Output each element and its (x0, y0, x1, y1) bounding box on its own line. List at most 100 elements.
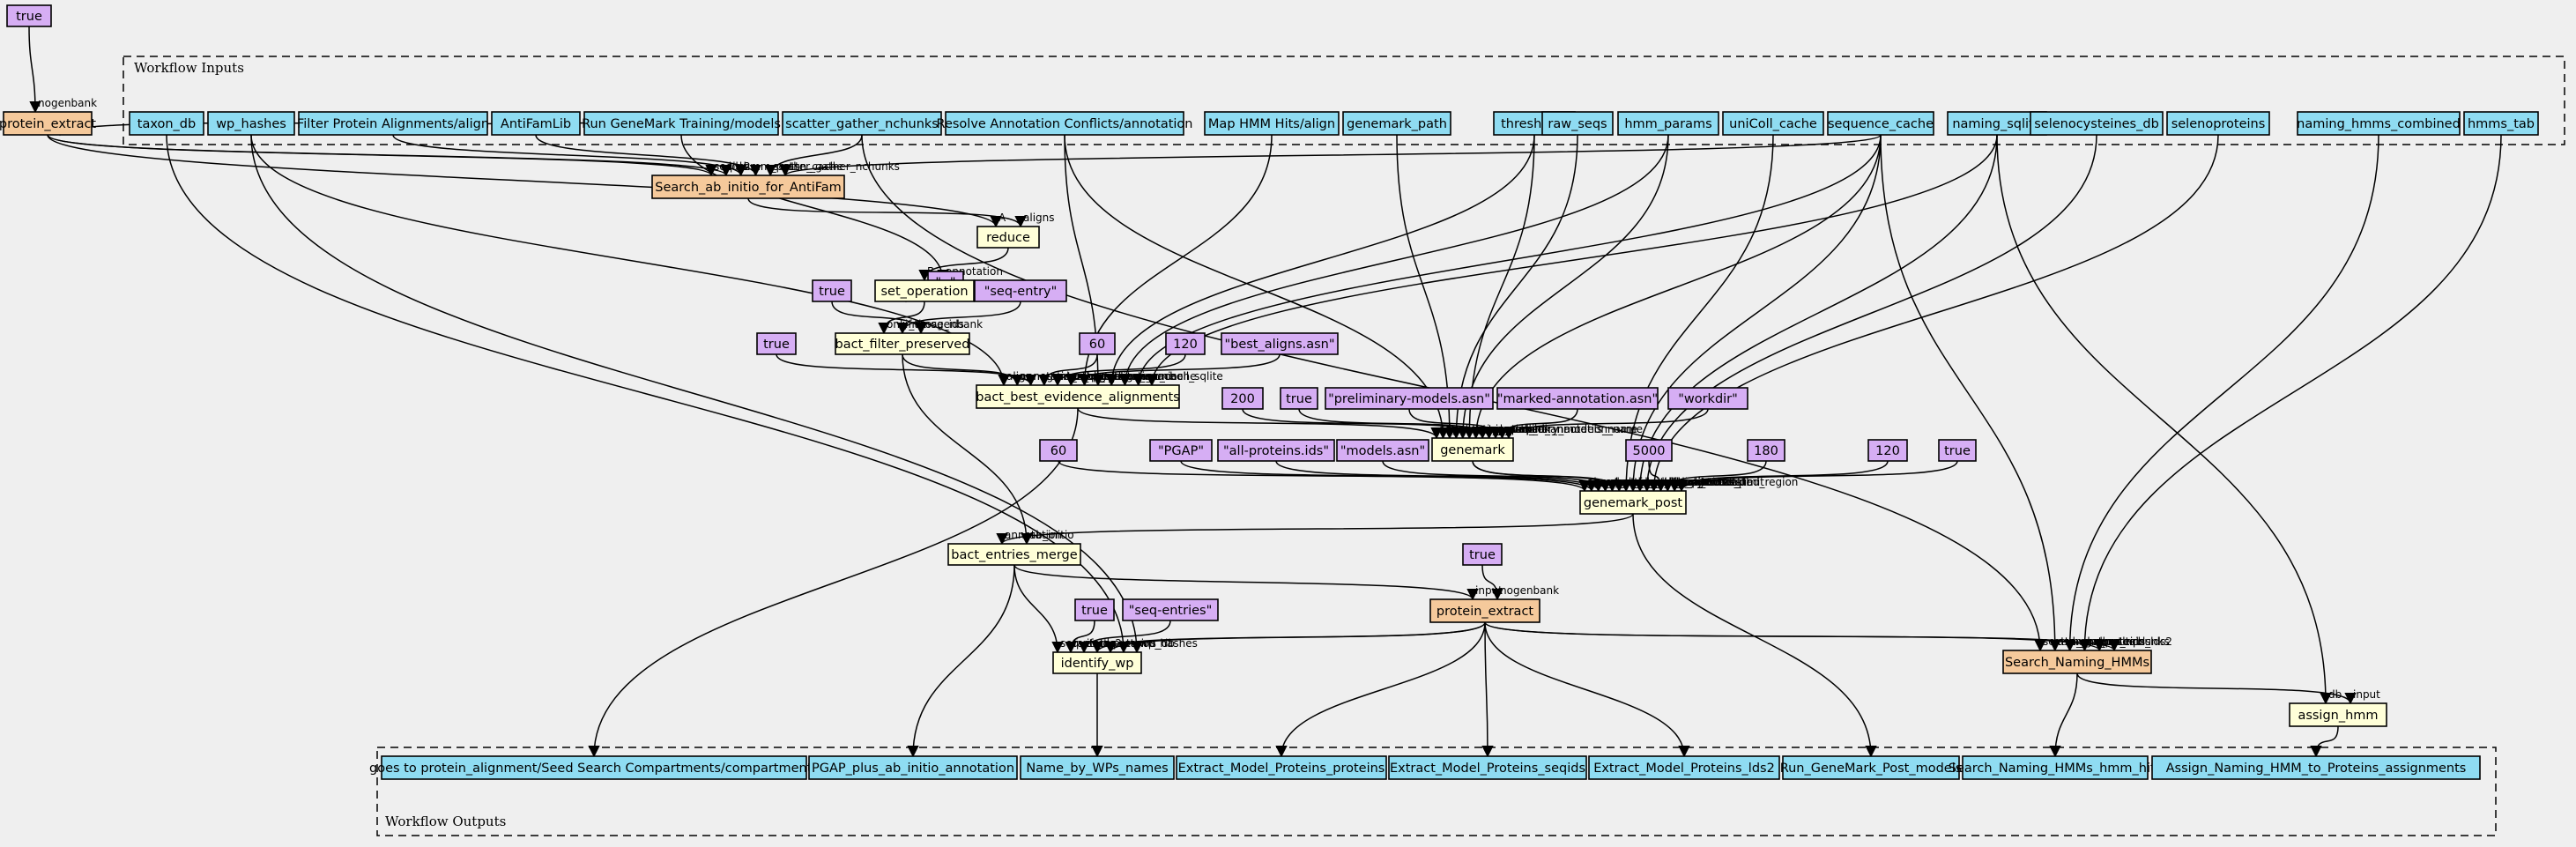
node-box (1541, 111, 1614, 136)
node-box (651, 175, 845, 199)
node-label: Filter Protein Alignments/align (297, 117, 489, 131)
edge: aligns (747, 197, 1055, 228)
edge-path (680, 134, 949, 282)
node-label: set_operation (880, 285, 968, 299)
edge-label: nogenbank (1684, 476, 1743, 488)
edge-path (1450, 134, 1578, 440)
node-p-true-gm: true (1280, 387, 1318, 410)
node-box (3, 111, 93, 136)
node-p-true-fast: true (1074, 598, 1115, 621)
edge: asn_cache (1880, 134, 2113, 652)
node-p-workdir: "workdir" (1667, 387, 1748, 410)
node-box (756, 332, 797, 355)
edge-label: short_model_limit (1670, 476, 1764, 488)
node-box (491, 111, 581, 136)
edge-path (907, 564, 1015, 758)
node-box (812, 279, 852, 302)
node-label: assign_hmm (2298, 709, 2378, 723)
node-p-120a: 120 (1165, 332, 1206, 355)
node-box (1122, 598, 1219, 621)
node-label: 60 (1050, 444, 1066, 458)
edge-path (1996, 134, 2332, 705)
node-p-60b: 60 (1039, 439, 1078, 462)
edge-label: nogenbank (1500, 584, 1559, 597)
node-box (381, 755, 807, 780)
edge-path (2078, 134, 2502, 652)
node-search-naming: Search_Naming_HMMs (2002, 650, 2152, 674)
node-label: 120 (1173, 338, 1198, 352)
node-out-name-wp: Name_by_WPs_names (1020, 755, 1175, 780)
node-p-pgap: "PGAP" (1149, 439, 1213, 462)
edge-path (1051, 353, 1186, 387)
edge-path (1064, 134, 1450, 440)
edge (1632, 513, 1877, 758)
edge-path (1640, 134, 2097, 493)
node-box (782, 111, 942, 136)
edge-path (47, 134, 1002, 228)
node-p-seq-entry: "seq-entry" (974, 279, 1067, 302)
node-box (1074, 598, 1115, 621)
node-p-true-gp: true (1938, 439, 1977, 462)
edge-label: nogenbank (924, 318, 983, 331)
node-in-naming-hmms: naming_hmms_combined (2297, 111, 2461, 136)
node-p-allprot: "all-proteins.ids" (1217, 439, 1335, 462)
edge: asn_cache (1627, 134, 1882, 493)
node-label: hmm_params (1624, 117, 1711, 131)
node-label: bact_entries_merge (951, 548, 1077, 562)
workflow-inputs-cluster (122, 56, 2565, 145)
edge: annotation (680, 134, 1003, 282)
node-out-pgap: PGAP_plus_ab_initio_annotation (808, 755, 1018, 780)
edge-path (1627, 134, 1882, 493)
node-box (1149, 439, 1213, 462)
node-label: Assign_Naming_HMM_to_Proteins_assignment… (2166, 762, 2467, 776)
edge: max_unannotated_region (1648, 460, 1798, 493)
node-in-unicoll: uniColl_cache (1722, 111, 1824, 136)
node-label: genemark (1440, 443, 1505, 457)
node-box (1667, 387, 1748, 410)
node-box (1625, 439, 1673, 462)
node-in-sequence-cache: sequence_cache (1827, 111, 1934, 136)
node-p-marked: "marked-annotation.asn" (1496, 387, 1659, 410)
node-out-emp-proteins: Extract_Model_Proteins_proteins (1176, 755, 1387, 780)
edge: wp_hashes (250, 134, 1198, 654)
edge-path (392, 134, 747, 177)
node-in-scatter: scatter_gather_nchunks (782, 111, 942, 136)
node-bact-filter-preserved: bact_filter_preserved (835, 332, 970, 355)
edge-path (902, 353, 1033, 546)
edge-label: nogenbank (38, 97, 97, 109)
node-p-best-aligns: "best_aligns.asn" (1221, 332, 1339, 355)
edge: hmms_tab (2078, 134, 2502, 652)
edge-label: seqids (2117, 635, 2150, 648)
node-box (1722, 111, 1824, 136)
node-in-wp-hashes: wp_hashes (207, 111, 295, 136)
node-label: bact_best_evidence_alignments (976, 390, 1179, 405)
edge: nogenbank (1481, 564, 1559, 601)
node-box (2297, 111, 2461, 136)
node-box (1176, 755, 1387, 780)
node-bact-best: bact_best_evidence_alignments (976, 384, 1180, 409)
node-assign-hmm: assign_hmm (2289, 702, 2387, 727)
edge: selenocysteines (1647, 134, 2219, 493)
edge-path (2310, 725, 2339, 758)
node-box (1020, 755, 1175, 780)
node-label: Search_Naming_HMMs (2005, 656, 2149, 670)
edge-path (1675, 460, 1958, 493)
edge-label: asn_cache (788, 160, 843, 173)
node-box (808, 755, 1018, 780)
edge-label: input (1475, 584, 1503, 597)
edge-path (1647, 134, 2219, 493)
node-p-true-bfp: true (812, 279, 852, 302)
edge: asn_cache (1118, 134, 1669, 387)
node-box (1280, 387, 1318, 410)
node-box (1221, 387, 1264, 410)
node-reduce: reduce (976, 226, 1040, 249)
node-label: true (819, 285, 845, 299)
node-box (129, 111, 204, 136)
node-box (1429, 598, 1540, 623)
node-label: raw_seqs (1548, 117, 1607, 131)
node-label: true (16, 10, 42, 24)
node-label: taxon_db (137, 117, 196, 131)
edge (2310, 725, 2339, 758)
edge-path (1180, 460, 1598, 493)
node-label: true (1469, 548, 1496, 562)
